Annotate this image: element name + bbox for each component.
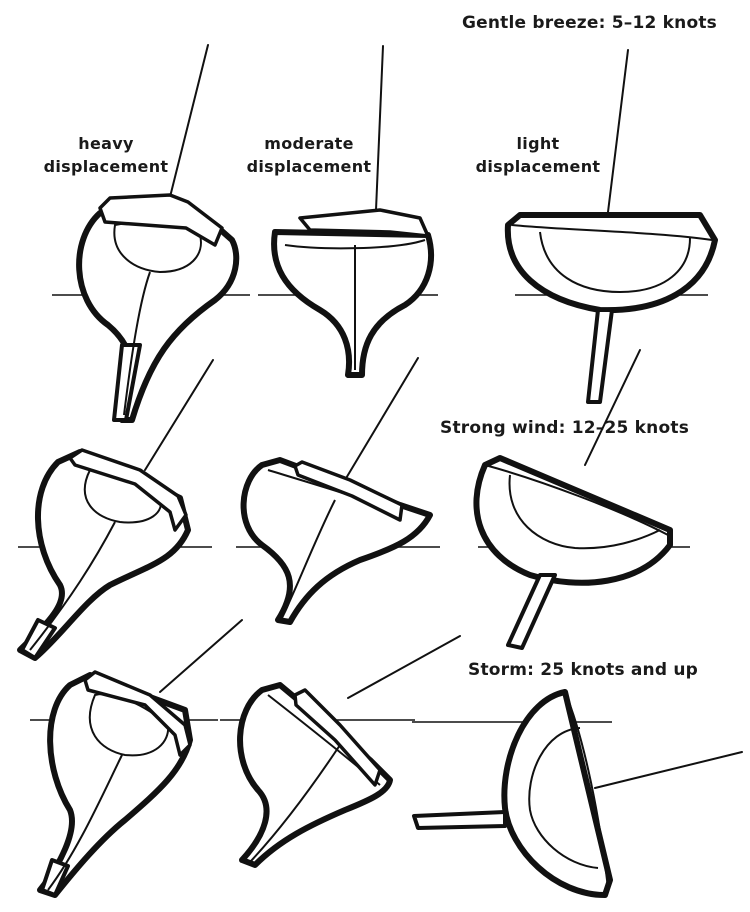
mast <box>608 50 628 212</box>
keel <box>414 812 505 828</box>
keel <box>588 310 612 402</box>
boat-light-strong <box>476 350 690 648</box>
boat-heavy-storm <box>30 620 242 895</box>
hull <box>274 232 431 375</box>
mast <box>376 46 383 210</box>
boat-light-storm <box>412 692 742 895</box>
boat-moderate-storm <box>220 636 460 865</box>
mast <box>145 360 213 470</box>
mast <box>170 45 208 197</box>
boat-heavy-gentle <box>52 45 250 420</box>
boat-light-gentle <box>508 50 715 402</box>
mast <box>595 752 742 788</box>
hull <box>476 458 670 583</box>
mast <box>160 620 242 692</box>
boat-moderate-strong <box>236 358 440 622</box>
mast <box>348 636 460 698</box>
boat-moderate-gentle <box>258 46 438 375</box>
keel <box>508 575 555 648</box>
